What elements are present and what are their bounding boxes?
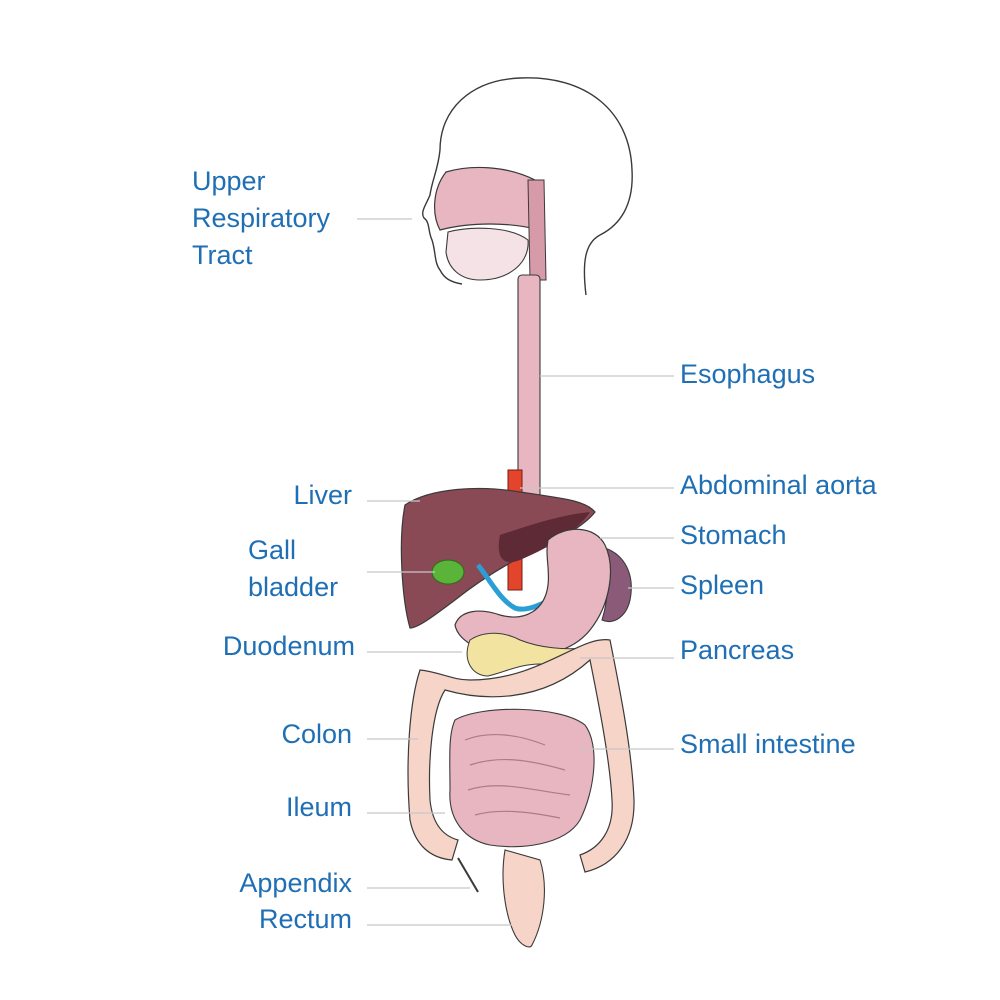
head-outline — [439, 77, 633, 296]
appendix — [457, 857, 479, 893]
label-duodenum: Duodenum — [222, 631, 355, 661]
pharynx — [527, 179, 547, 281]
tongue — [445, 227, 529, 281]
small-intestine — [449, 708, 595, 848]
label-rectum: Rectum — [258, 904, 352, 934]
label-upper-respiratory-line-2: Respiratory — [192, 203, 331, 233]
face-profile — [421, 149, 463, 285]
leader-lines — [357, 218, 674, 926]
rectum — [502, 849, 545, 948]
nasal-cavity — [434, 166, 541, 231]
small-intestine-loops — [464, 733, 571, 819]
label-abdominal-aorta: Abdominal aorta — [680, 470, 877, 500]
liver-shadow — [498, 512, 590, 563]
label-ileum: Ileum — [285, 792, 352, 822]
label-small-intestine: Small intestine — [680, 729, 856, 759]
label-gall-bladder-line-1: Gall — [248, 535, 297, 565]
label-colon: Colon — [281, 719, 352, 749]
label-esophagus: Esophagus — [680, 359, 816, 389]
label-upper-respiratory-line-3: Tract — [192, 240, 253, 270]
label-appendix: Appendix — [239, 868, 352, 898]
label-spleen: Spleen — [680, 570, 765, 600]
label-stomach: Stomach — [680, 520, 787, 550]
label-gall-bladder: Gall bladder — [248, 532, 338, 606]
label-upper-respiratory-line-1: Upper — [192, 166, 266, 196]
label-liver: Liver — [293, 480, 352, 510]
gall-bladder — [431, 559, 465, 585]
label-upper-respiratory-tract: Upper Respiratory Tract — [192, 163, 330, 274]
label-pancreas: Pancreas — [680, 635, 795, 665]
colon — [407, 639, 635, 873]
label-gall-bladder-line-2: bladder — [248, 572, 339, 602]
